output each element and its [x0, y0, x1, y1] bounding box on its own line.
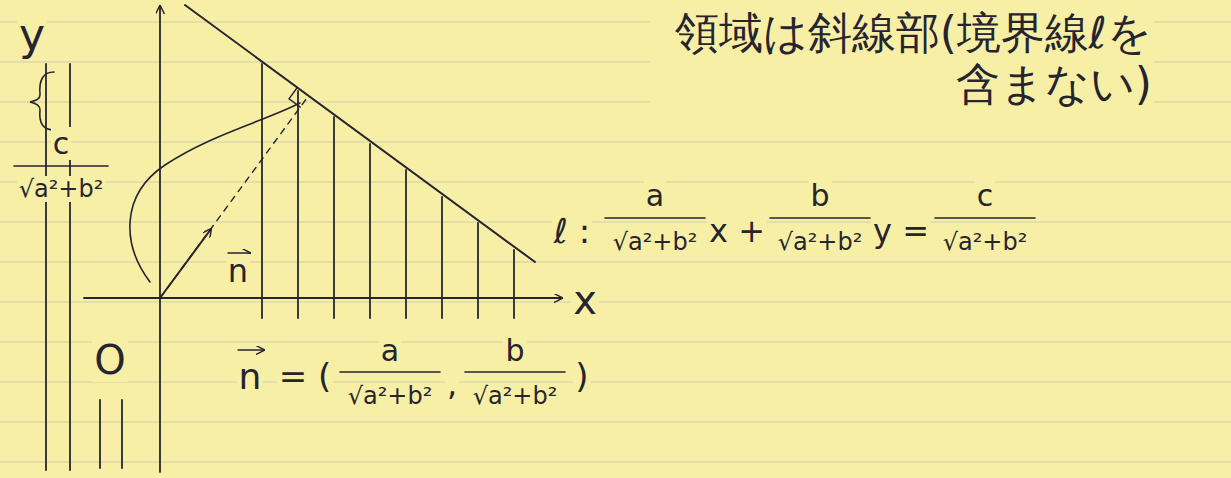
region-note: 領域は斜線部(境界線ℓを含まない) [650, 8, 1154, 109]
vector-label: n [226, 254, 250, 289]
fraction-denominator: √a²+b² [941, 229, 1030, 255]
fraction-denominator: √a²+b² [17, 176, 106, 202]
axis-label: x [571, 278, 599, 322]
hatch-line [121, 400, 123, 468]
fraction-bar [465, 371, 565, 373]
origin-label: O [92, 338, 127, 382]
hatch-line [369, 144, 371, 318]
vector-name: n [237, 357, 264, 397]
ruled-line [0, 341, 1231, 342]
hatch-line [333, 117, 335, 318]
fraction-denominator: √a²+b² [776, 229, 865, 255]
fraction-numerator: b [503, 334, 526, 367]
ruled-line [0, 421, 1231, 422]
ruled-line [0, 181, 1231, 182]
separator: , [445, 367, 459, 402]
fraction-numerator: c [975, 179, 996, 212]
axis-label: y [17, 11, 47, 59]
fraction-bar [340, 371, 440, 373]
fraction-numerator: a [379, 334, 401, 367]
x-axis [84, 297, 562, 299]
normal-vector [160, 229, 211, 298]
hatching [46, 64, 514, 470]
fraction-numerator: c [51, 127, 72, 160]
ruled-line [0, 261, 1231, 262]
distance-curve [130, 103, 300, 282]
brace [30, 72, 54, 130]
hatch-line [261, 64, 263, 318]
fraction-bar [605, 217, 705, 219]
hatch-line [405, 170, 407, 318]
perpendicular [160, 96, 309, 298]
hatch-line [297, 91, 299, 318]
fraction-denominator: √a²+b² [471, 383, 560, 409]
hatch-line [69, 64, 71, 470]
fraction-denominator: √a²+b² [346, 383, 435, 409]
ruled-line [0, 461, 1231, 462]
fraction-bar [14, 165, 108, 167]
hatch-line [441, 197, 443, 318]
equation-term: = ( [277, 358, 334, 395]
equation-term: x + [707, 214, 767, 249]
fraction-bar [770, 217, 870, 219]
ruled-line [0, 141, 1231, 142]
hatch-line [99, 400, 101, 468]
equation-term: ) [573, 358, 590, 395]
fraction-denominator: √a²+b² [611, 229, 700, 255]
line-name: ℓ : [552, 213, 592, 250]
fraction-numerator: b [808, 179, 831, 212]
hatch-line [477, 223, 479, 318]
ruled-line [0, 221, 1231, 222]
fraction-bar [935, 217, 1035, 219]
equation-term: y = [871, 214, 931, 249]
ruled-line [0, 381, 1231, 382]
vector-arrow-mark [238, 349, 264, 350]
hatch-line [45, 64, 47, 470]
y-axis [159, 6, 161, 472]
boundary-line [185, 5, 535, 262]
hatch-line [513, 250, 515, 318]
ruled-line [0, 301, 1231, 302]
fraction-numerator: a [644, 179, 666, 212]
